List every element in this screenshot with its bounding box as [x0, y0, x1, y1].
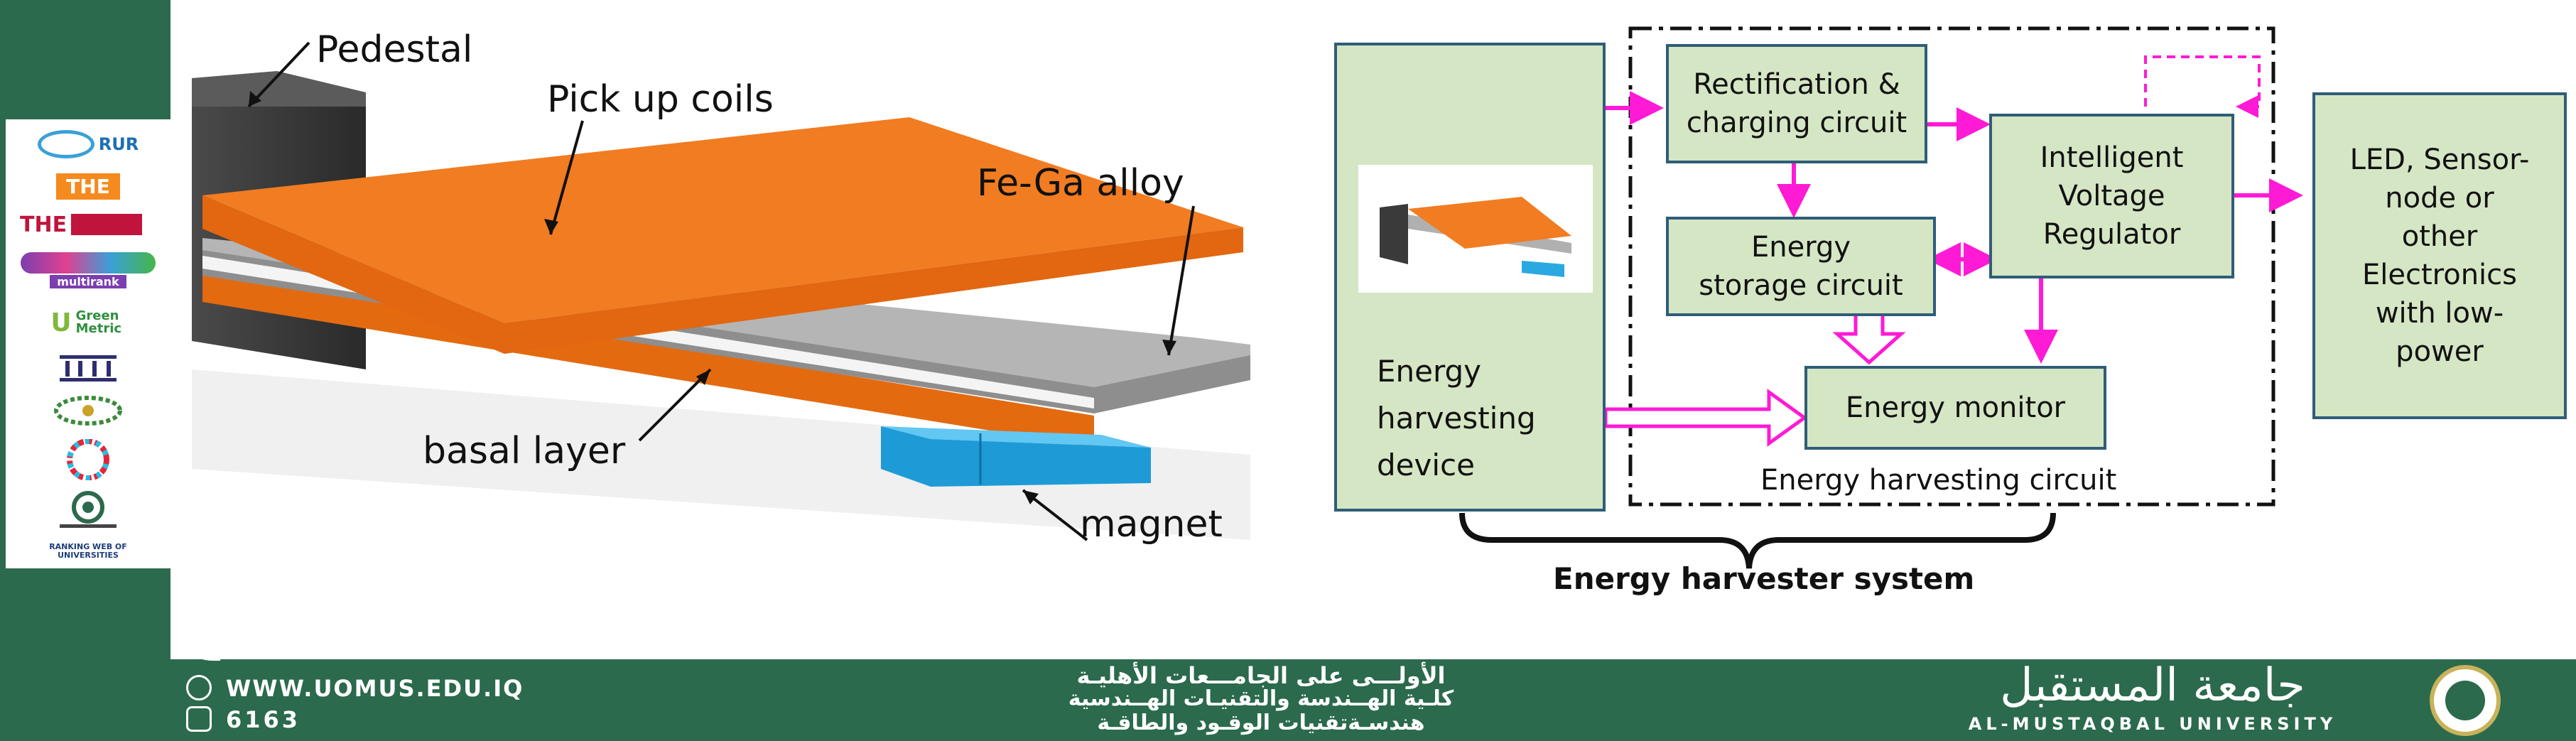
greenmetric-badge: U Green Metric	[50, 308, 122, 337]
harvester-thumbnail	[1358, 165, 1593, 293]
laurel-badge-icon	[16, 391, 161, 431]
basal-pointer	[638, 368, 712, 442]
footer-arabic-line-2: كلـية الهــندسة والتقنيـات الهــندسية	[1068, 686, 1454, 711]
rur-logo-icon	[37, 130, 94, 158]
pedestal-pointer-head	[249, 91, 261, 107]
system-brace	[1459, 512, 2056, 569]
sdg-wheel-icon	[16, 438, 161, 482]
footer-bar	[171, 659, 2576, 741]
phone-icon	[186, 706, 212, 732]
basal-layer-label: basal layer	[423, 430, 626, 472]
intelligent-voltage-regulator-box: Intelligent Voltage Regulator	[1989, 114, 2234, 278]
energy-harvesting-circuit-boundary	[1628, 26, 2275, 507]
multirank-rings-icon	[21, 251, 156, 274]
magnet-front	[881, 426, 1151, 487]
floor-shadow	[192, 369, 1250, 540]
globe-icon	[186, 675, 212, 701]
block-diagram-connectors	[1459, 26, 2303, 569]
output-load-box: LED, Sensor- node or other Electronics w…	[2312, 92, 2567, 419]
multirank-badge: multirank	[16, 247, 161, 293]
footer-arabic-line-3: هندسـةتقنيات الوقـود والطاقـة	[1097, 710, 1425, 735]
alloy-pointer	[1167, 205, 1195, 356]
pedestal-label: Pedestal	[316, 28, 473, 71]
university-name-arabic: جامعة المستقبل	[2000, 659, 2305, 712]
coils-pointer	[549, 120, 584, 235]
energy-harvesting-circuit-caption: Energy harvesting circuit	[1760, 464, 2117, 497]
basal-pointer-head	[696, 369, 710, 385]
pillars-icon	[16, 352, 161, 384]
the-badge-2: THE	[16, 209, 161, 240]
footer-arabic-line-1: الأولـــى على الجامـــعات الأهليـة	[1076, 662, 1446, 689]
magnet-top	[881, 426, 1151, 448]
university-seal-icon	[2430, 665, 2501, 736]
impact-ranking-icon	[71, 214, 143, 235]
ranking-badges-panel: RUR THE THE multirank U Green Metric RAN…	[6, 119, 171, 568]
hollow-arrow-storage-to-monitor	[1832, 310, 1906, 365]
rectification-charging-box: Rectification & charging circuit	[1666, 44, 1927, 163]
university-name-english: AL-MUSTAQBAL UNIVERSITY	[1968, 714, 2337, 734]
the-badge-1: THE	[16, 171, 161, 202]
alloy-pointer-head	[1162, 340, 1176, 355]
pick-up-coils-front	[202, 195, 1243, 354]
magnet-label: magnet	[1080, 503, 1223, 546]
magnet-pointer-head	[1023, 490, 1039, 504]
rur-badge: RUR	[16, 126, 161, 162]
cantilever-illustration	[192, 41, 1250, 541]
coils-pointer-head	[544, 219, 558, 234]
feedback-loop-dashed	[2144, 55, 2261, 118]
footer-website: WWW.UOMUS.EDU.IQ	[226, 675, 524, 702]
energy-harvester-system-caption: Energy harvester system	[1553, 561, 1975, 596]
pick-up-coils-top	[202, 117, 1243, 323]
energy-monitor-box: Energy monitor	[1804, 366, 2106, 450]
hollow-arrow-device-to-monitor	[1603, 389, 1808, 447]
energy-storage-box: Energy storage circuit	[1666, 217, 1936, 316]
fe-ga-alloy-label: Fe-Ga alloy	[977, 162, 1184, 205]
footer-phone: 6163	[226, 706, 301, 733]
webometrics-badge: RANKING WEB OF UNIVERSITIES	[49, 542, 127, 560]
pick-up-coils-label: Pick up coils	[547, 78, 774, 121]
pedestal-pointer	[247, 41, 310, 108]
greenmetric-logo-icon: U	[50, 308, 72, 337]
arab-federation-icon	[16, 489, 161, 531]
